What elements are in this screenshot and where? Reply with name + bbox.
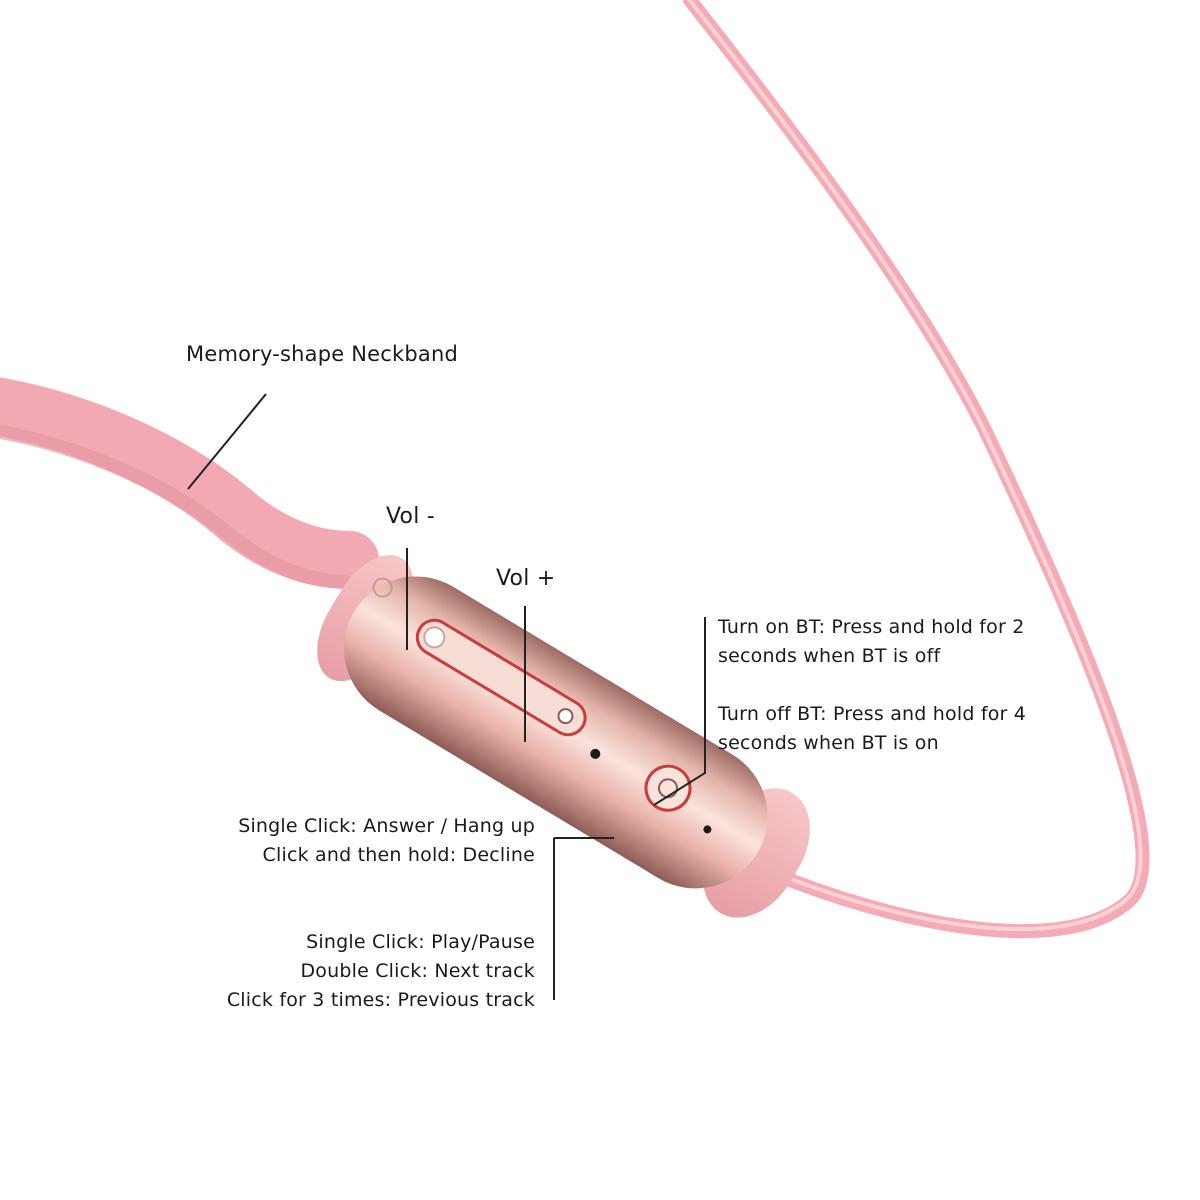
neckband-leader — [187, 393, 267, 490]
leader-lines — [187, 393, 706, 1000]
call-line1: Single Click: Answer / Hang up — [238, 815, 535, 837]
cable-highlight — [687, 0, 1143, 932]
bt-on-line2: seconds when BT is off — [718, 645, 941, 667]
bt-off-line2: seconds when BT is on — [718, 732, 939, 754]
power-icon — [658, 778, 679, 799]
control-unit — [317, 555, 810, 918]
vol-plus-label: Vol + — [496, 566, 556, 591]
bt-off-line1: Turn off BT: Press and hold for 4 — [718, 703, 1027, 725]
vol-minus-label: Vol - — [386, 504, 435, 529]
bt-on-line1: Turn on BT: Press and hold for 2 — [718, 616, 1025, 638]
vol-plus-button[interactable] — [556, 707, 575, 726]
media-line3: Click for 3 times: Previous track — [226, 989, 535, 1011]
bt-leader — [653, 617, 706, 806]
side-icon — [372, 577, 393, 598]
vol-minus-button[interactable] — [421, 624, 448, 651]
mic-dot — [703, 825, 712, 834]
call-line2: Click and then hold: Decline — [262, 844, 535, 866]
media-line2: Double Click: Next track — [300, 960, 535, 982]
media-line1: Single Click: Play/Pause — [306, 931, 535, 953]
volume-rocker[interactable] — [411, 614, 591, 741]
neckband-label: Memory-shape Neckband — [186, 342, 459, 366]
neckband — [0, 377, 379, 589]
neckband-shade — [0, 424, 352, 589]
power-button[interactable] — [638, 758, 698, 818]
indicator-dot — [590, 748, 601, 759]
